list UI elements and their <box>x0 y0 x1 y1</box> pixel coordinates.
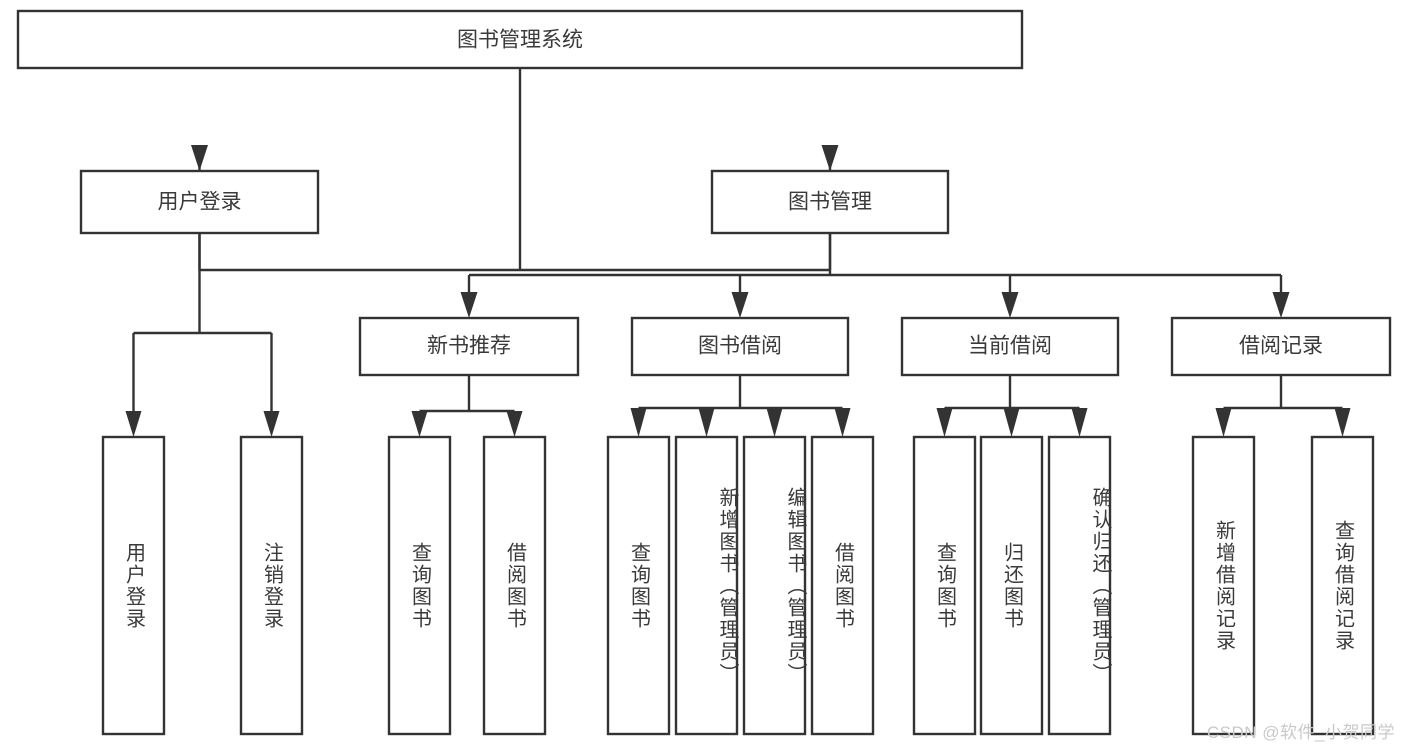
arrow-head-book-manage <box>821 145 839 171</box>
node-box-leaf-add-book[interactable] <box>674 435 739 736</box>
node-box-leaf-query-record[interactable] <box>1310 435 1375 736</box>
node-box-leaf-confirm-return[interactable] <box>1047 435 1112 736</box>
arrow-head-leaf-query-book-2 <box>630 408 647 437</box>
arrow-head-leaf-borrow-book-1 <box>506 411 523 437</box>
arrow-head-leaf-borrow-book-2 <box>834 408 851 437</box>
connector-layer <box>125 68 1351 437</box>
node-box-book-manage[interactable] <box>710 169 950 235</box>
arrow-head-leaf-logout-login <box>263 411 280 437</box>
node-box-current-borrow[interactable] <box>900 316 1120 377</box>
node-label-new-book-recommend: 新书推荐 <box>427 335 511 358</box>
node-box-leaf-query-book-2[interactable] <box>606 435 671 736</box>
arrow-head-leaf-user-login <box>125 411 142 437</box>
node-box-leaf-borrow-book-2[interactable] <box>810 435 875 736</box>
node-box-leaf-add-record[interactable] <box>1191 435 1256 736</box>
node-label-root: 图书管理系统 <box>457 29 583 52</box>
node-box-borrow-record[interactable] <box>1170 316 1392 377</box>
arrow-head-borrow-record <box>1272 292 1290 318</box>
node-label-user-login: 用户登录 <box>158 191 242 214</box>
arrow-head-leaf-query-record <box>1334 408 1351 437</box>
arrow-head-leaf-return-book <box>1003 408 1020 437</box>
arrow-head-current-borrow <box>1001 292 1019 318</box>
node-box-leaf-query-book-3[interactable] <box>912 435 977 736</box>
node-layer: 图书管理系统 用户登录 图书管理 新书推荐 图书借阅 当前借阅 借阅记录 <box>16 9 1392 736</box>
node-box-leaf-query-book-1[interactable] <box>387 435 452 736</box>
node-label-current-borrow: 当前借阅 <box>968 335 1052 358</box>
arrow-head-new-book-recommend <box>460 292 478 318</box>
arrow-head-leaf-edit-book <box>766 408 783 437</box>
arrow-head-leaf-add-book <box>698 408 715 437</box>
arrow-head-leaf-confirm-return <box>1071 408 1088 437</box>
node-box-new-book-recommend[interactable] <box>358 316 580 377</box>
node-box-leaf-user-login[interactable] <box>101 435 166 736</box>
arrow-head-leaf-add-record <box>1215 408 1232 437</box>
node-box-leaf-edit-book[interactable] <box>742 435 807 736</box>
node-label-borrow-record: 借阅记录 <box>1239 335 1323 358</box>
node-box-book-borrow[interactable] <box>630 316 850 377</box>
node-box-leaf-return-book[interactable] <box>979 435 1044 736</box>
node-box-leaf-borrow-book-1[interactable] <box>482 435 547 736</box>
csdn-watermark: CSDN @软件_小贺同学 <box>1206 723 1395 742</box>
arrow-head-leaf-query-book-3 <box>936 408 953 437</box>
arrow-head-user-login <box>191 145 208 171</box>
node-label-book-borrow: 图书借阅 <box>698 335 782 358</box>
node-label-book-manage: 图书管理 <box>788 191 872 214</box>
arrow-head-leaf-query-book-1 <box>411 411 428 437</box>
node-box-leaf-logout-login[interactable] <box>239 435 304 736</box>
node-box-root[interactable] <box>16 9 1024 70</box>
node-box-user-login[interactable] <box>79 169 320 235</box>
arrow-head-book-borrow <box>731 292 749 318</box>
